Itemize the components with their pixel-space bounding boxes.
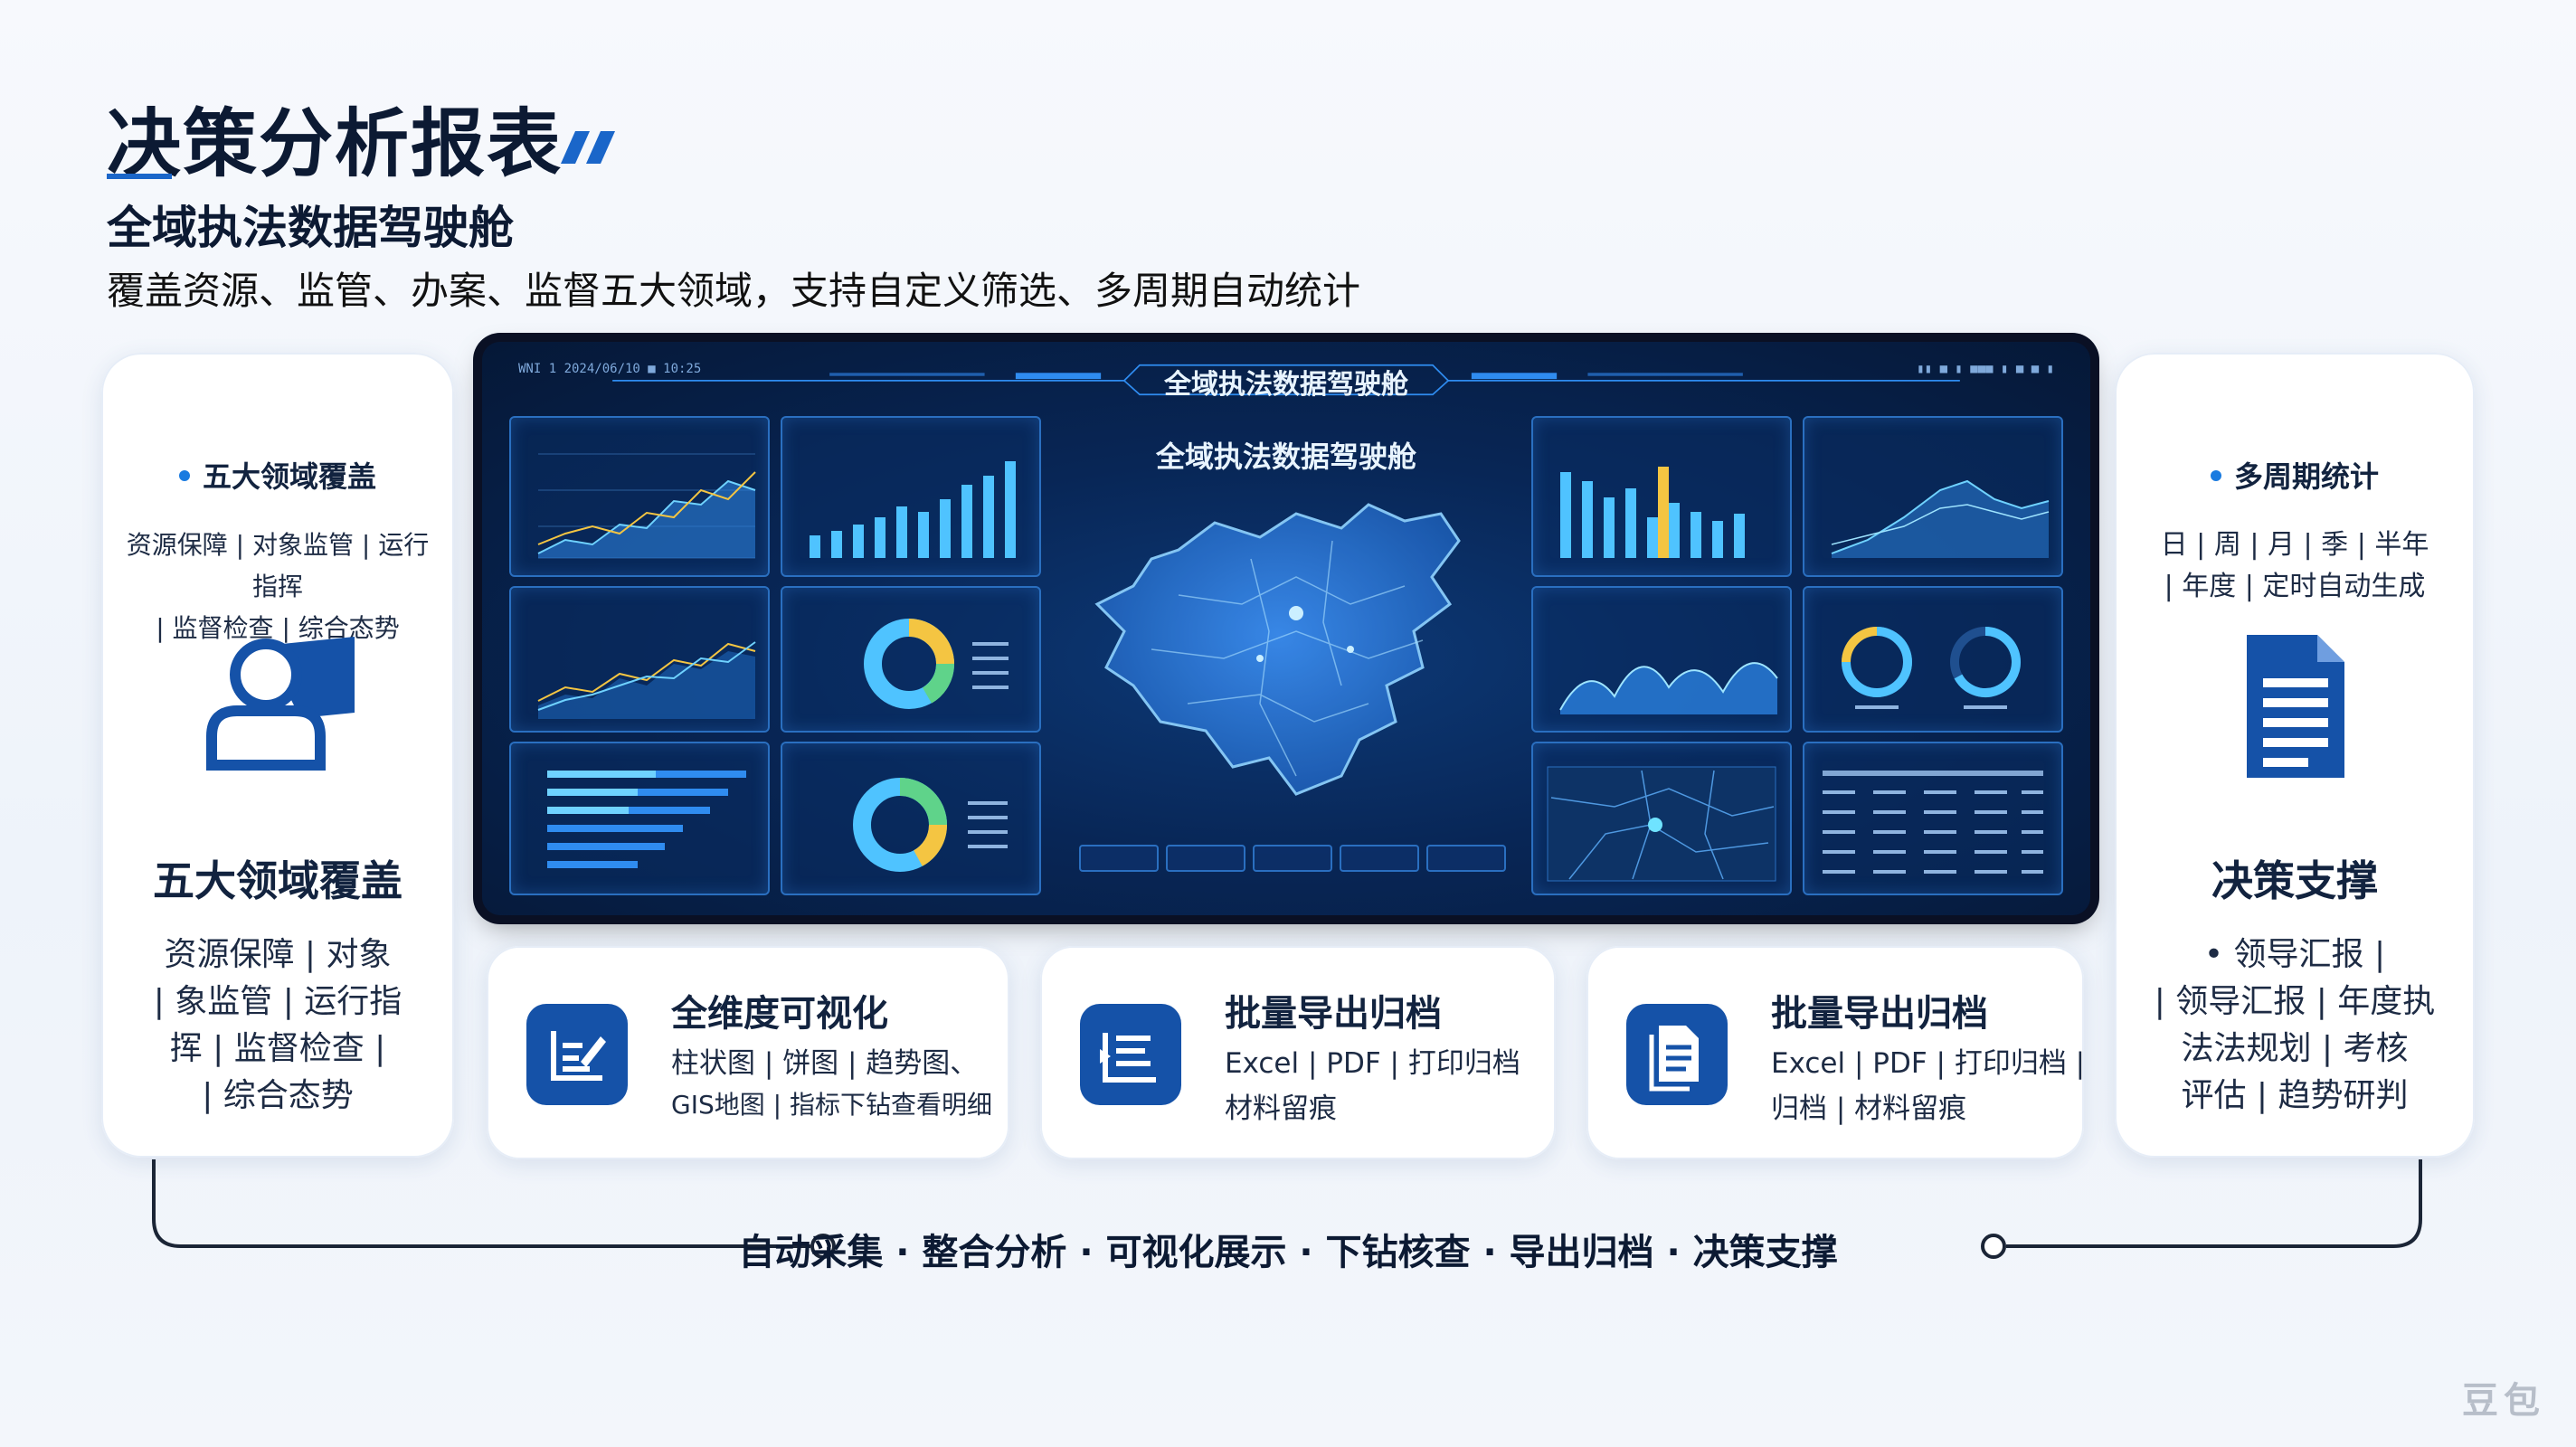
panel-gis-map bbox=[1531, 742, 1792, 895]
document-icon bbox=[2247, 635, 2344, 778]
panel-donut-chart-1 bbox=[781, 586, 1041, 733]
dashboard-screen: WNI 1 2024/06/10 ■ 10:25 ▮▮ ■ ▮ ■■■ ▮ ■ … bbox=[482, 342, 2090, 915]
left-card-tags-line1: 资源保障 | 对象监管 | 运行指挥 bbox=[126, 530, 430, 601]
panel-line-chart-2 bbox=[509, 586, 770, 733]
page-description: 覆盖资源、监管、办案、监督五大领域，支持自定义筛选、多周期自动统计 bbox=[107, 269, 1361, 313]
right-card-body-line3: 法法规划 | 考核 bbox=[2181, 1030, 2409, 1067]
left-card-five-domains: 五大领域覆盖 资源保障 | 对象监管 | 运行指挥 | 监督检查 | 综合态势 … bbox=[101, 353, 454, 1158]
feature-card-archive: 批量导出归档 Excel | PDF | 打印归档 | 归档 | 材料留痕 bbox=[1586, 946, 2086, 1159]
panel-bar-chart-2 bbox=[1531, 416, 1792, 577]
map-tab-1[interactable] bbox=[1079, 845, 1159, 872]
panel-donut-chart-2 bbox=[781, 742, 1041, 895]
left-card-tags-line2: | 监督检查 | 综合态势 bbox=[156, 613, 400, 643]
file-copy-icon bbox=[1626, 1004, 1728, 1105]
left-card-body-line4: | 综合态势 bbox=[202, 1077, 354, 1114]
dashboard-status-icons: ▮▮ ■ ▮ ■■■ ▮ ■ ■ ▮ bbox=[1917, 362, 2054, 376]
panel-wave-chart bbox=[1531, 586, 1792, 733]
title-underline bbox=[107, 174, 172, 179]
export-list-icon bbox=[1080, 1004, 1181, 1105]
right-card-body-line4: 评估 | 趋势研判 bbox=[2181, 1077, 2409, 1114]
left-card-tags: 资源保障 | 对象监管 | 运行指挥 | 监督检查 | 综合态势 bbox=[119, 525, 436, 649]
user-flag-icon bbox=[206, 637, 355, 771]
left-card-label: 五大领域覆盖 bbox=[101, 454, 454, 496]
right-card-body-line2: | 领导汇报 | 年度执 bbox=[2154, 983, 2436, 1020]
watermark: 豆包 bbox=[2462, 1380, 2545, 1422]
flow-connector bbox=[152, 1159, 2422, 1259]
feature-card-visualization: 全维度可视化 柱状图 | 饼图 | 趋势图、 GIS地图 | 指标下钻查看明细 bbox=[487, 946, 1009, 1159]
right-card-multi-period: 多周期统计 日 | 周 | 月 | 季 | 半年 | 年度 | 定时自动生成 决… bbox=[2115, 353, 2475, 1158]
feature-line2: 材料留痕 bbox=[1225, 1092, 1337, 1125]
dashboard-time: WNI 1 2024/06/10 ■ 10:25 bbox=[518, 362, 702, 376]
right-card-label: 多周期统计 bbox=[2115, 454, 2475, 496]
flow-steps: 自动采集 · 整合分析 · 可视化展示 · 下钻核查 · 导出归档 · 决策支撑 bbox=[738, 1232, 1838, 1273]
right-card-tags: 日 | 周 | 月 | 季 | 半年 | 年度 | 定时自动生成 bbox=[2133, 525, 2457, 608]
feature-card-export: 批量导出归档 Excel | PDF | 打印归档 材料留痕 bbox=[1040, 946, 1556, 1159]
feature-line1: 柱状图 | 饼图 | 趋势图、 bbox=[671, 1047, 979, 1080]
map-tab-5[interactable] bbox=[1426, 845, 1506, 872]
left-card-big-title: 五大领域覆盖 bbox=[153, 856, 402, 905]
right-card-body-line1: • 领导汇报 | bbox=[2203, 936, 2386, 973]
panel-area-chart-1 bbox=[509, 416, 770, 577]
left-card-body-line2: | 象监管 | 运行指 bbox=[153, 983, 402, 1020]
dashboard-title: 全域执法数据驾驶舱 bbox=[1164, 369, 1408, 401]
feature-line1: Excel | PDF | 打印归档 bbox=[1225, 1047, 1520, 1080]
feature-line2: 归档 | 材料留痕 bbox=[1771, 1092, 1967, 1125]
panel-hbar-chart bbox=[509, 742, 770, 895]
map-tab-4[interactable] bbox=[1340, 845, 1419, 872]
feature-title: 批量导出归档 bbox=[1771, 993, 1988, 1035]
left-card-body-line3: 挥 | 监督检查 | bbox=[169, 1030, 386, 1067]
bullet-dot-icon bbox=[178, 470, 190, 481]
dashboard-title-bar bbox=[612, 364, 1960, 396]
panel-data-table bbox=[1803, 742, 2063, 895]
dashboard-center-title: 全域执法数据驾驶舱 bbox=[1155, 440, 1416, 474]
right-card-big-title: 决策支撑 bbox=[2211, 856, 2378, 905]
feature-title: 全维度可视化 bbox=[671, 993, 888, 1035]
chart-edit-icon bbox=[526, 1004, 628, 1105]
map-tab-2[interactable] bbox=[1166, 845, 1245, 872]
panel-bar-chart-1 bbox=[781, 416, 1041, 577]
panel-area-chart-3 bbox=[1803, 416, 2063, 577]
feature-title: 批量导出归档 bbox=[1225, 993, 1442, 1035]
page-subtitle: 全域执法数据驾驶舱 bbox=[107, 202, 514, 254]
feature-line1: Excel | PDF | 打印归档 | bbox=[1771, 1047, 2086, 1080]
map-tab-3[interactable] bbox=[1253, 845, 1332, 872]
page-title: 决策分析报表 bbox=[107, 101, 564, 187]
right-card-body: • 领导汇报 | | 领导汇报 | 年度执 法法规划 | 考核 评估 | 趋势研… bbox=[2142, 932, 2448, 1120]
left-card-body-line1: 资源保障 | 对象 bbox=[164, 936, 392, 973]
right-card-tags-line1: 日 | 周 | 月 | 季 | 半年 bbox=[2160, 529, 2429, 561]
bullet-dot-icon bbox=[2210, 470, 2221, 481]
right-card-tags-line2: | 年度 | 定时自动生成 bbox=[2164, 571, 2426, 602]
double-slash-icon bbox=[561, 131, 615, 164]
feature-line2: GIS地图 | 指标下钻查看明细 bbox=[671, 1090, 992, 1120]
region-map bbox=[1094, 503, 1461, 796]
left-card-body: 资源保障 | 对象 | 象监管 | 运行指 挥 | 监督检查 | | 综合态势 bbox=[147, 932, 409, 1120]
panel-gauges bbox=[1803, 586, 2063, 733]
